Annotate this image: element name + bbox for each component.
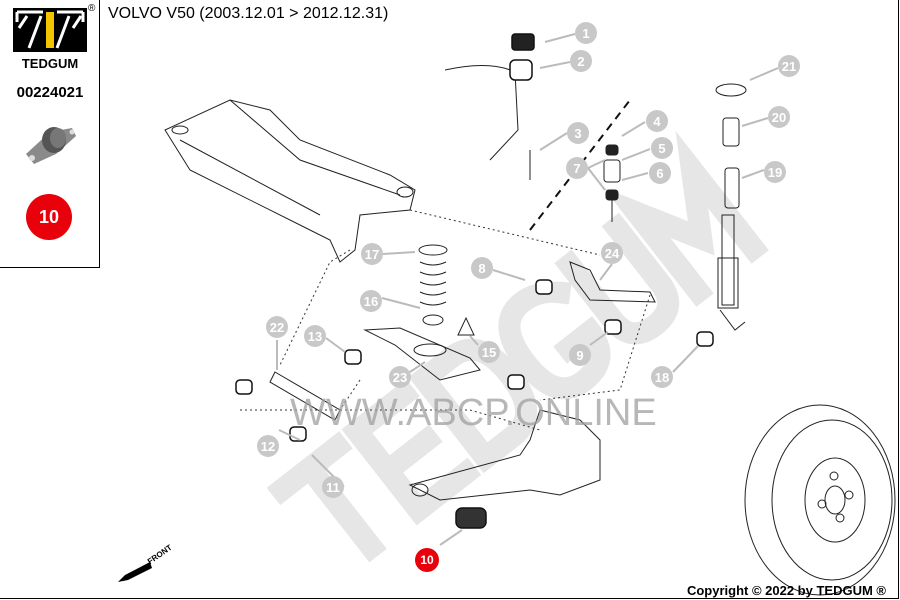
bushing-thumbnail bbox=[26, 127, 76, 164]
logo-text: TEDGUM bbox=[22, 56, 78, 71]
callout-5[interactable]: 5 bbox=[651, 137, 673, 159]
callout-16[interactable]: 16 bbox=[360, 290, 382, 312]
bump-stop bbox=[457, 316, 475, 336]
callout-4[interactable]: 4 bbox=[646, 110, 668, 132]
callout-15[interactable]: 15 bbox=[478, 341, 500, 363]
vehicle-title: VOLVO V50 (2003.12.01 > 2012.12.31) bbox=[108, 5, 389, 22]
callout-1[interactable]: 1 bbox=[575, 22, 597, 44]
callout-8[interactable]: 8 bbox=[471, 257, 493, 279]
callout-2[interactable]: 2 bbox=[570, 50, 592, 72]
lower-control-arm bbox=[363, 327, 481, 381]
callout-17[interactable]: 17 bbox=[361, 243, 383, 265]
front-arrow bbox=[118, 562, 152, 582]
copyright: Copyright © 2022 by TEDGUM ® bbox=[686, 583, 886, 598]
shock-absorber bbox=[717, 214, 746, 331]
coil-spring bbox=[418, 244, 448, 326]
top-mount bbox=[715, 83, 747, 97]
url-watermark: WWW.ABCP.ONLINE bbox=[290, 392, 657, 434]
callout-22[interactable]: 22 bbox=[266, 316, 288, 338]
callout-12[interactable]: 12 bbox=[257, 435, 279, 457]
tedgum-watermark bbox=[266, 130, 769, 563]
callout-23[interactable]: 23 bbox=[389, 366, 411, 388]
upper-arm bbox=[569, 261, 656, 303]
toe-link bbox=[269, 371, 341, 421]
wheel bbox=[744, 404, 896, 596]
callout-9[interactable]: 9 bbox=[569, 344, 591, 366]
bump-stop-rear bbox=[722, 117, 740, 147]
callout-20[interactable]: 20 bbox=[768, 106, 790, 128]
callout-24[interactable]: 24 bbox=[601, 242, 623, 264]
highlighted-bushing bbox=[455, 507, 487, 529]
callout-10[interactable]: 10 bbox=[415, 548, 439, 572]
callout-19[interactable]: 19 bbox=[764, 161, 786, 183]
callout-18[interactable]: 18 bbox=[651, 366, 673, 388]
callout-6[interactable]: 6 bbox=[649, 162, 671, 184]
registered-mark: ® bbox=[88, 3, 96, 14]
highlight-callout-badge[interactable]: 10 bbox=[26, 194, 72, 240]
callout-7[interactable]: 7 bbox=[566, 157, 588, 179]
part-number: 00224021 bbox=[16, 84, 84, 101]
callout-13[interactable]: 13 bbox=[304, 325, 326, 347]
bushings bbox=[235, 33, 714, 529]
callout-11[interactable]: 11 bbox=[322, 476, 344, 498]
stabilizer-bar bbox=[444, 64, 519, 161]
tedgum-logo: TEDGUM bbox=[13, 8, 87, 71]
side-panel: TEDGUM ® 00224021 10 bbox=[0, 0, 100, 268]
dust-boot bbox=[724, 167, 740, 209]
subframe bbox=[164, 99, 416, 263]
trailing-arm bbox=[408, 409, 601, 501]
callout-21[interactable]: 21 bbox=[778, 55, 800, 77]
callout-3[interactable]: 3 bbox=[567, 122, 589, 144]
